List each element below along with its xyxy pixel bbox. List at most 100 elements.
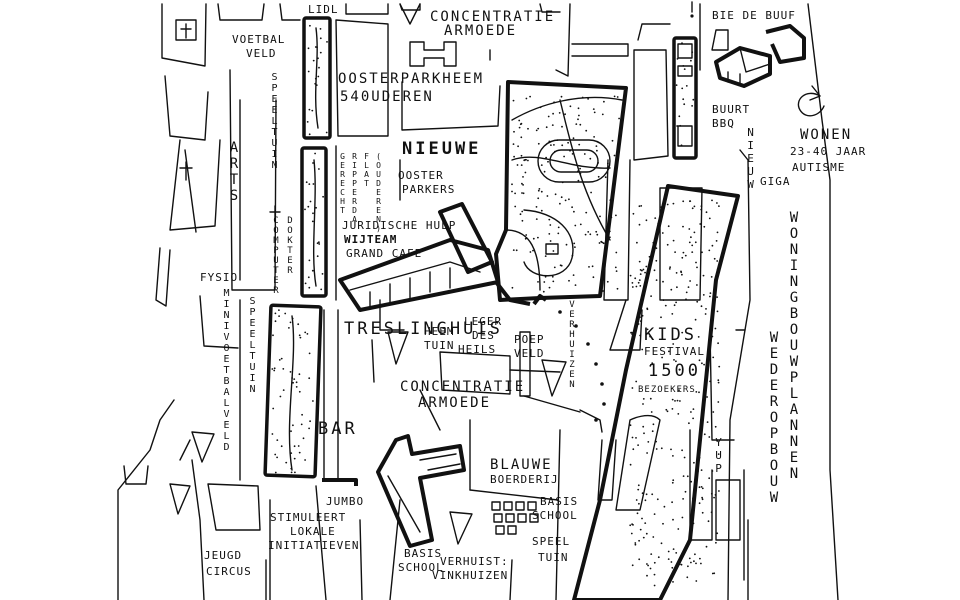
stipple-dot (655, 440, 657, 443)
stipple-dot (688, 422, 690, 425)
label-speeltuin-left: SPEELTUIN (247, 296, 258, 395)
stipple-dot (519, 213, 522, 216)
stipple-dot (653, 573, 656, 576)
stipple-dot (545, 156, 547, 159)
label-wonen-3: AUTISME (792, 161, 846, 174)
stipple-dot (291, 317, 294, 320)
stipple-dot (715, 541, 717, 544)
stipple-dot (289, 321, 292, 324)
stipple-dot (692, 497, 694, 500)
stipple-dot (311, 109, 314, 112)
stipple-dot (636, 512, 639, 515)
stipple-dot (655, 247, 658, 250)
stipple-dot (288, 327, 290, 329)
stipple-dot (634, 543, 637, 546)
stipple-dot (642, 268, 645, 271)
label-concentratie-mid-1: CONCENTRATIE (400, 379, 526, 395)
stipple-dot (644, 522, 647, 524)
stipple-dot (660, 206, 663, 209)
stipple-dot (312, 162, 314, 164)
stipple-dot (581, 96, 584, 99)
stipple-dot (274, 312, 277, 315)
stipple-dot (632, 212, 635, 215)
stipple-dot (691, 517, 694, 520)
stipple-dot (298, 390, 301, 393)
stipple-dot (678, 563, 681, 565)
stipple-dot (564, 113, 566, 116)
stipple-dot (712, 356, 715, 359)
stipple-dot (514, 205, 517, 208)
stipple-dot (515, 249, 518, 252)
label-nieuwe: NIEUWE (402, 139, 482, 159)
stipple-dot (641, 299, 644, 302)
stipple-dot (701, 362, 703, 365)
stadium-icon (537, 139, 611, 183)
stipple-dot (547, 115, 550, 118)
stipple-dot (572, 137, 575, 140)
stipple-dot (587, 231, 590, 233)
stipple-dot (631, 286, 634, 288)
stipple-dot (308, 259, 311, 262)
stipple-dot (642, 425, 645, 428)
stipple-dot (679, 400, 681, 402)
stipple-dot (718, 490, 720, 492)
stipple-dot (552, 250, 555, 252)
stipple-dot (568, 279, 570, 282)
label-kids-1: KIDS (644, 325, 697, 345)
stipple-dot (716, 296, 718, 298)
stipple-dot (646, 452, 648, 454)
stipple-dot (652, 536, 655, 538)
label-kids-2: FESTIVAL (644, 345, 705, 358)
stipple-dot (697, 470, 699, 473)
stipple-dot (578, 143, 581, 146)
stipple-dot (600, 288, 603, 290)
label-juridische-3: GRAND CAFE (346, 247, 423, 260)
stipple-dot (278, 315, 280, 317)
stipple-dot (271, 368, 274, 370)
stipple-dot (638, 279, 641, 281)
stipple-dot (295, 381, 298, 384)
stipple-dot (293, 457, 296, 460)
stipple-dot (639, 528, 642, 531)
stipple-dot (707, 520, 710, 523)
stipple-dot (701, 251, 703, 254)
stipple-dot (700, 486, 703, 488)
stipple-dot (690, 561, 692, 564)
label-buurt-bbq-2: BBQ (712, 117, 735, 130)
stipple-dot (308, 352, 311, 355)
stipple-dot (325, 131, 328, 134)
stipple-dot (708, 217, 711, 220)
stipple-dot (716, 310, 719, 313)
stipple-dot (646, 574, 648, 577)
stipple-dot (278, 359, 281, 361)
label-gerecht-3: FLAT (362, 152, 371, 188)
blauwe-boerderij-plots (491, 501, 539, 535)
stipple-dot (319, 37, 322, 40)
stipple-dot (521, 182, 523, 185)
stipple-dot (611, 139, 614, 142)
label-yup: YUP (712, 436, 725, 475)
stipple-dot (540, 164, 543, 167)
stipple-dot (688, 557, 691, 560)
stipple-dot (577, 179, 580, 182)
stipple-dot (589, 157, 592, 160)
stipple-dot (674, 251, 676, 254)
label-jeugd-circus-2: CIRCUS (206, 565, 252, 578)
stipple-dot (521, 192, 523, 194)
stipple-dot (616, 96, 619, 98)
stipple-dot (312, 183, 315, 185)
stipple-dot (516, 164, 519, 166)
stipple-dot (279, 395, 282, 398)
stipple-dot (662, 299, 665, 301)
stipple-dot (292, 424, 294, 427)
stipple-dot (682, 251, 685, 254)
stipple-dot (646, 328, 649, 331)
stipple-dot (603, 100, 605, 103)
label-wederopbouw: WEDEROPBOUW (766, 330, 782, 506)
stipple-dot (684, 490, 687, 493)
label-oosterparkheem-2: 540UDEREN (340, 89, 434, 105)
stipple-dot (716, 231, 719, 234)
stipple-dot (673, 304, 676, 307)
stipple-dot (532, 249, 534, 252)
stipple-dot (560, 95, 563, 98)
